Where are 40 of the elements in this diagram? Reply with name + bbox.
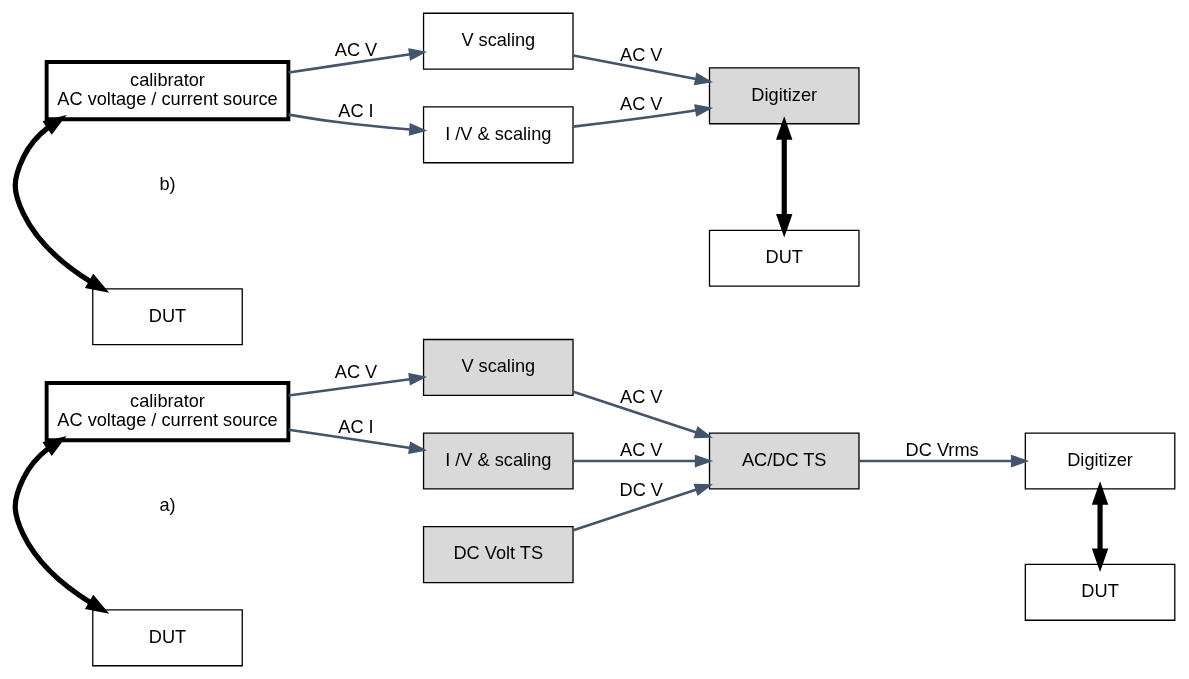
edge-label: AC V [334,39,377,60]
arrow [12,435,109,614]
label: b) [158,174,176,195]
node-box: I /V & scaling [422,106,574,164]
arrow [288,428,427,455]
edge-label: AC I [337,100,374,121]
edge-label: AC V [619,440,662,461]
node-box: Digitizer [1024,432,1175,490]
node-box: DC Volt TS [422,526,574,584]
edge-label: AC I [337,416,374,437]
node-box: calibrator AC voltage / current source [44,381,290,443]
node-box: calibrator AC voltage / current source [44,60,290,122]
label: a) [158,495,176,516]
node-box: AC/DC TS [708,432,860,490]
edge-label: AC V [619,94,662,115]
arrow [572,483,713,532]
edge-label: DC Vrms [905,440,979,461]
node-box: Digitizer [708,67,860,125]
node-box: DUT [91,609,243,667]
arrow [572,54,713,86]
arrow [775,116,792,238]
arrow [288,48,427,74]
arrow [288,372,427,397]
edge-label: DC V [619,480,663,501]
arrow [572,454,713,468]
node-box: DUT [91,288,243,346]
edge-label: AC V [619,386,662,407]
node-box: V scaling [422,338,574,397]
arrow [287,113,427,136]
arrow [858,454,1029,468]
arrow [12,114,109,293]
node-box: V scaling [422,12,574,70]
edge-label: AC V [619,44,662,65]
node-box: I /V & scaling [422,432,574,490]
arrow [1091,481,1108,572]
arrow [572,104,713,128]
arrow [572,390,713,439]
node-box: DUT [708,229,860,287]
node-box: DUT [1024,563,1175,621]
edge-label: AC V [334,362,377,383]
